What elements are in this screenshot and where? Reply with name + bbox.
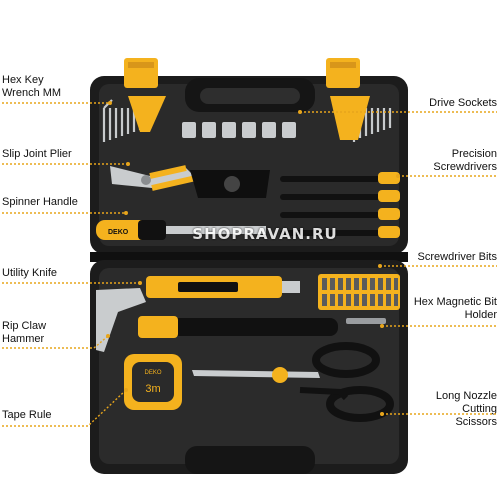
drive-socket-row	[182, 122, 296, 138]
case-top	[90, 76, 408, 254]
tape-brand-text: DEKO	[144, 370, 161, 376]
spinner-handle: DEKO	[96, 220, 266, 240]
latch-left	[124, 58, 158, 88]
watermark: SHOPRAVAN.RU	[192, 225, 338, 243]
label-long-nozzle-scissors: Long Nozzle Cutting Scissors	[435, 390, 497, 428]
tape-rule: DEKO 3m	[124, 354, 182, 410]
label-drive-sockets: Drive Sockets	[429, 97, 497, 109]
label-screwdriver-bits: Screwdriver Bits	[417, 251, 497, 263]
latch-right	[326, 58, 360, 88]
precision-screwdrivers	[280, 172, 400, 238]
hex-key-holder-right	[330, 96, 370, 140]
label-utility-knife: Utility Knife	[2, 267, 58, 279]
label-slip-joint-plier: Slip Joint Plier	[2, 148, 72, 160]
handle-brand-text: DEKO	[108, 229, 129, 236]
side-cutter	[190, 170, 270, 198]
callout-leaders	[2, 101, 497, 427]
case-hinge	[90, 252, 408, 262]
utility-knife	[146, 276, 300, 298]
label-tape-rule: Tape Rule	[2, 409, 52, 421]
label-spinner-handle: Spinner Handle	[2, 196, 78, 208]
label-rip-claw-hammer: Rip Claw Hammer	[2, 320, 47, 345]
tape-length-text: 3m	[145, 383, 160, 395]
label-precision-screwdrivers: Precision Screwdrivers	[433, 148, 497, 173]
label-hex-key-wrench: Hex Key Wrench MM	[2, 74, 62, 99]
hex-key-holder-left	[128, 96, 166, 132]
long-nozzle-scissors	[192, 342, 394, 422]
slip-joint-plier	[110, 165, 197, 191]
label-hex-magnetic-bit-holder: Hex Magnetic Bit Holder	[413, 296, 497, 321]
screwdriver-bit-tray	[318, 274, 400, 310]
hex-magnetic-bit-holder	[346, 318, 386, 324]
